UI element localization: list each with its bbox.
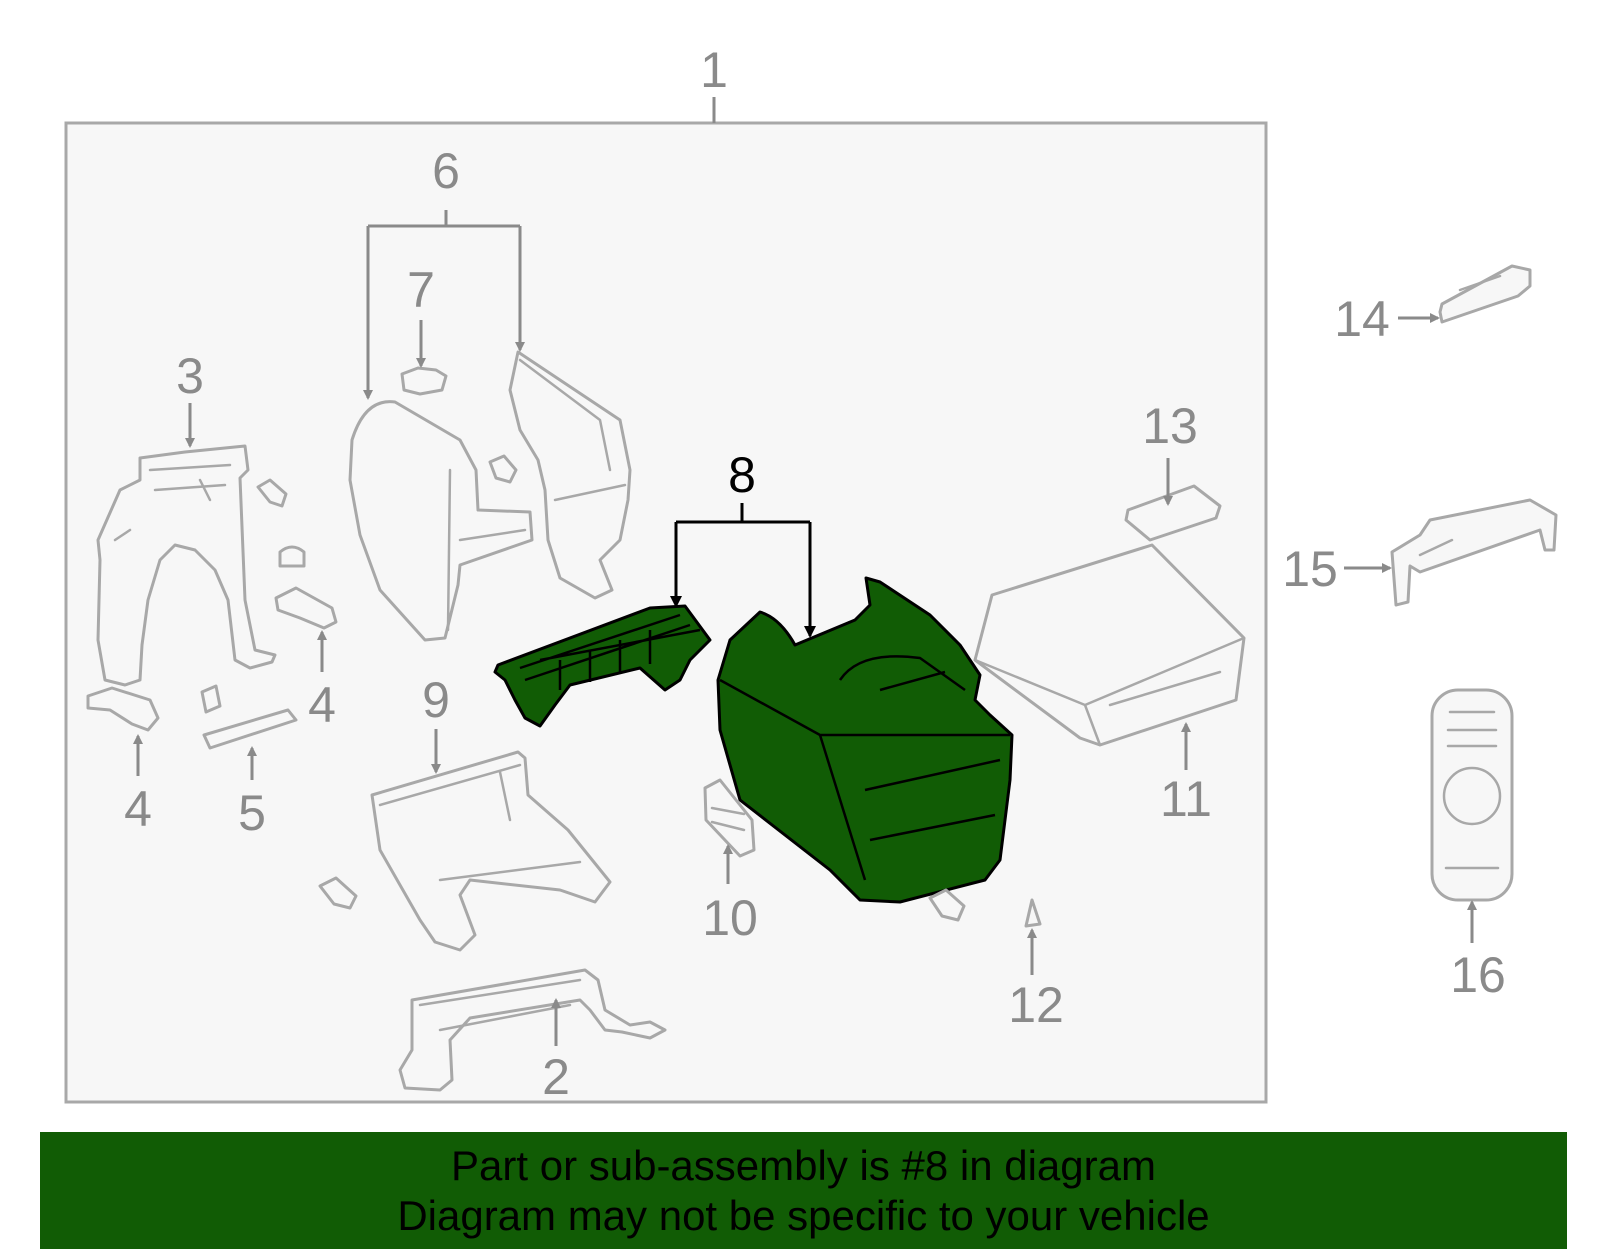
callout-13[interactable]: 13 <box>1142 398 1198 454</box>
part-8-console-lid[interactable] <box>493 604 712 728</box>
part-10-switch[interactable] <box>703 778 756 858</box>
part-3-bracket[interactable] <box>96 444 277 687</box>
fastener-bolt-3 <box>256 478 306 568</box>
callout-3[interactable]: 3 <box>176 348 204 404</box>
part-6-left-panel[interactable] <box>348 400 534 642</box>
callout-5[interactable]: 5 <box>238 785 266 841</box>
callout-2[interactable]: 2 <box>542 1049 570 1105</box>
fastener-bolt-9 <box>318 876 358 910</box>
part-2-bracket[interactable] <box>398 968 667 1092</box>
fastener-bolt-6 <box>488 454 518 484</box>
callout-9[interactable]: 9 <box>422 672 450 728</box>
part-4-clip-b[interactable] <box>274 586 338 630</box>
part-6-right-panel[interactable] <box>508 350 632 600</box>
part-12-clip[interactable] <box>1024 898 1042 928</box>
callout-14[interactable]: 14 <box>1334 291 1390 347</box>
part-8-console-box[interactable] <box>716 576 1014 904</box>
callout-12[interactable]: 12 <box>1008 977 1064 1033</box>
callout-6[interactable]: 6 <box>432 143 460 199</box>
callout-7[interactable]: 7 <box>407 262 435 318</box>
info-banner: Part or sub-assembly is #8 in diagram Di… <box>40 1132 1567 1249</box>
part-16-remote[interactable] <box>1430 688 1514 902</box>
callout-15[interactable]: 15 <box>1282 541 1338 597</box>
callout-1[interactable]: 1 <box>700 42 728 98</box>
callout-11[interactable]: 11 <box>1160 771 1212 827</box>
banner-line-1: Part or sub-assembly is #8 in diagram <box>451 1141 1156 1189</box>
callout-16[interactable]: 16 <box>1450 947 1506 1003</box>
callout-8[interactable]: 8 <box>728 447 756 503</box>
part-13-pad[interactable] <box>1124 484 1222 542</box>
part-5-strip[interactable] <box>200 684 298 750</box>
part-4-clip-a[interactable] <box>86 686 160 732</box>
part-15-trim[interactable] <box>1390 498 1558 607</box>
callout-4-right[interactable]: 4 <box>308 677 336 733</box>
banner-line-2: Diagram may not be specific to your vehi… <box>397 1191 1210 1239</box>
part-7-clip[interactable] <box>400 366 448 396</box>
part-11-module[interactable] <box>973 543 1246 747</box>
callout-4-left[interactable]: 4 <box>124 781 152 837</box>
part-9-tray[interactable] <box>370 750 612 952</box>
callout-10[interactable]: 10 <box>702 890 758 946</box>
part-14-trim[interactable] <box>1438 264 1532 324</box>
fastener-bolt-8 <box>928 888 966 922</box>
